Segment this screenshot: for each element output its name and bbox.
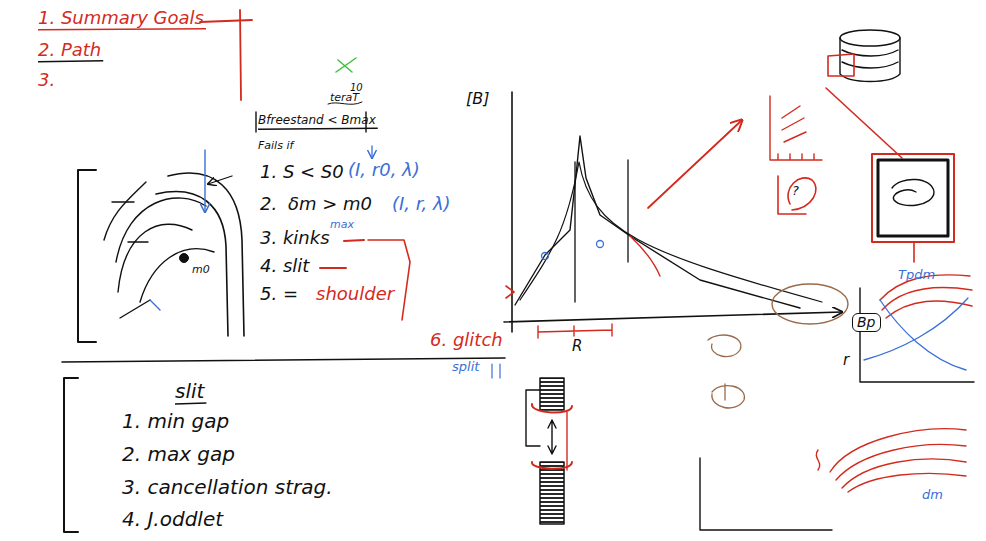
handwritten-note: 1. S < S0 [260,162,344,182]
handwritten-note: 2. max gap [122,443,235,465]
field-line [118,224,192,292]
red-mark [506,286,514,298]
blue-point [597,241,604,248]
mass-dot [180,254,189,263]
handwritten-note: 1. min gap [122,410,229,432]
red-gap [566,412,567,470]
red-mark [200,10,252,100]
brown-circle [772,284,848,324]
handwritten-note: 3. kinks [260,228,330,248]
handwritten-note: (I, r, λ) [392,194,451,214]
handwritten-note: 4. slit [260,256,309,276]
bracket [64,378,78,532]
coil-stack [540,378,564,410]
bracket [526,390,540,446]
handwritten-note: max [330,219,354,231]
blue-curve [864,298,968,370]
blue-tick [150,300,160,310]
y-axis [511,92,513,332]
handwritten-note: r [843,352,849,369]
handwritten-note: split [452,360,479,374]
handwritten-note: 4. J.oddlet [122,508,223,530]
handwritten-note: Fails if [258,140,293,152]
handwritten-note: teraT [330,92,359,104]
blue-arrow [371,146,372,158]
axes [860,288,974,382]
red-plot [770,96,822,160]
bracket [78,170,96,342]
dark-box [878,160,948,236]
handwritten-note: 6. glitch [430,330,503,350]
underline [258,128,378,129]
coil-stack [540,462,564,524]
swirl [892,179,934,205]
handwritten-note: 1. Summary Goals [38,8,204,28]
red-arrow [648,120,742,208]
handwritten-note: m0 [192,264,210,276]
axes [700,458,832,530]
handwritten-note: Tpdm [898,268,935,282]
underlines [38,29,378,404]
cylinder [840,38,900,82]
handwritten-note: δm > m0 [288,194,372,214]
blue-arrow [204,150,205,212]
red-brace [816,450,819,470]
field-line [140,249,214,302]
handwritten-note: 3. [38,70,55,90]
red-scribble [778,176,816,214]
red-range [538,324,612,338]
band-inner [156,192,228,336]
field-line [104,182,146,240]
tick [112,202,150,318]
handwritten-note: 5. = [260,284,298,304]
handwritten-note: 2. Path [38,40,101,60]
blue-tick [492,364,500,378]
node-text: Bp [857,315,876,330]
handwritten-note: 3. cancellation strag. [122,476,333,498]
handwritten-note: ? [792,184,799,198]
red-outline [532,404,572,469]
handwritten-note: (I, r0, λ) [348,160,420,180]
gap-arrow [548,420,556,454]
curve [520,162,822,302]
red-line [826,88,902,158]
arrow [208,176,232,184]
handwritten-note: slit [175,380,204,402]
red-box [872,154,954,242]
handwritten-note: Bfreestand < Bmax [258,114,376,127]
divider [62,358,505,362]
curve [515,136,800,308]
handwritten-note: dm [922,488,943,502]
blue-point [542,253,549,260]
green-tick [336,58,356,72]
red-arcs [830,429,966,492]
brown-scribble [708,335,744,408]
red-line [913,242,915,262]
red-link [368,240,410,320]
underline [38,61,103,62]
red-stroke [630,236,660,276]
handwritten-note: [B] [466,90,489,108]
marker-line [575,160,628,302]
cylinder [840,30,900,46]
x-axis [504,312,842,322]
sketch-strokes [62,10,974,532]
handwritten-note: R [572,338,582,355]
handwritten-note: shoulder [316,284,394,304]
underline [175,403,206,404]
underline [38,29,206,30]
label-box: Bp [852,313,881,332]
red-box [828,54,854,76]
handwritten-note: 2. [260,194,277,214]
